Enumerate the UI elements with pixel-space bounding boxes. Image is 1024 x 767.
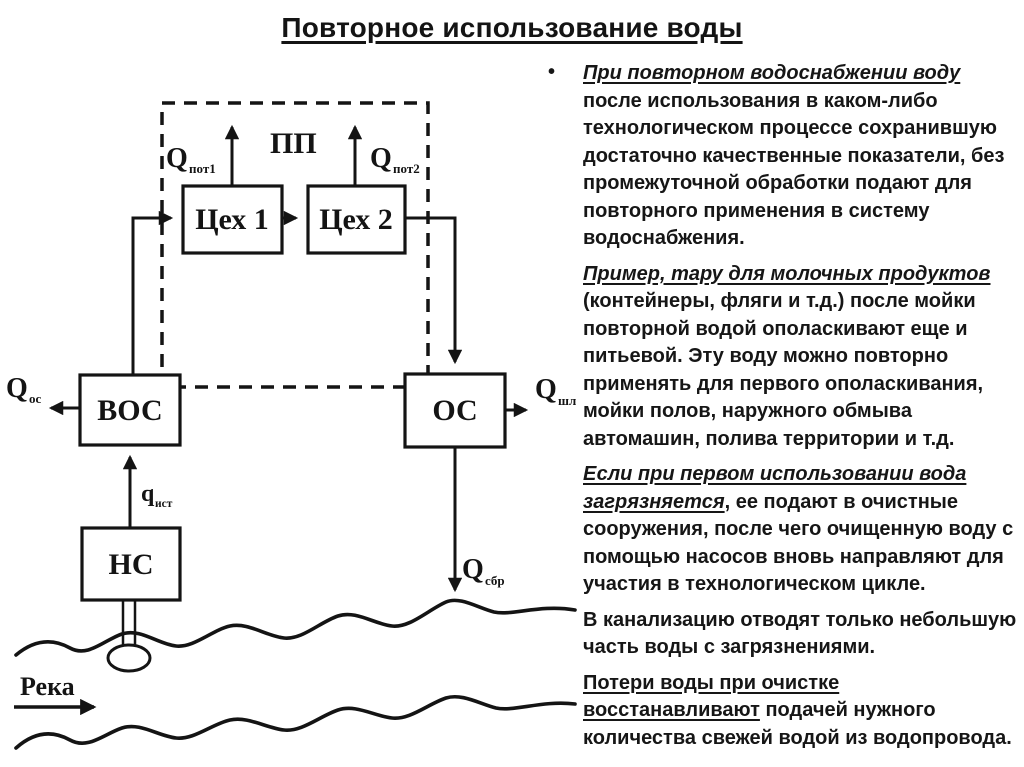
bullet-marker: •	[548, 61, 556, 83]
paragraph-body: подачей нужного количества свежей водой …	[583, 699, 1012, 749]
paragraph-contamination: Если при первом использовании вода загря…	[545, 461, 1019, 599]
q-pot2-label: Q	[370, 143, 392, 174]
river-bank-bottom	[14, 695, 577, 750]
os-box	[403, 372, 507, 449]
paragraph-example: Пример, тару для молочных продуктов (кон…	[545, 261, 1019, 454]
q-sbr-subscript: сбр	[485, 573, 505, 588]
q-pot2-subscript: пот2	[393, 161, 420, 176]
workshop2-box	[306, 184, 407, 255]
ns-label: НС	[109, 548, 154, 581]
paragraph-sewage: В канализацию отводят только небольшую ч…	[545, 607, 1019, 662]
paragraph-losses: Потери воды при очистке восстанавливают …	[545, 670, 1019, 753]
vos-label: ВОС	[97, 394, 162, 427]
q-shl-label: Q	[535, 374, 557, 405]
q-ist-label: q	[141, 481, 155, 507]
flow-vos-to-workshop1	[131, 210, 174, 374]
paragraph-body: после использования в каком-либо техноло…	[583, 89, 1005, 250]
workshop1-box	[181, 184, 284, 255]
enterprise-dashed-boundary	[160, 101, 430, 389]
workshop1-label: Цех 1	[195, 203, 269, 236]
river-label: Река	[20, 672, 75, 701]
pp-label: ПП	[270, 127, 317, 160]
flow-workshop2-to-os	[405, 216, 463, 365]
q-ist-subscript: ист	[155, 498, 173, 510]
paragraph-lead: Потери воды при очистке восстанавливают	[583, 671, 840, 722]
paragraph-reuse-definition: • При повторном водоснабжении воду после…	[545, 60, 1019, 253]
paragraph-lead: Если при первом использовании вода загря…	[583, 463, 967, 513]
q-os-label: Q	[6, 373, 28, 404]
paragraph-lead: При повторном водоснабжении воду	[583, 62, 961, 84]
river-bank-top	[14, 598, 577, 657]
q-shl-subscript: шл	[558, 393, 576, 408]
page-title: Повторное использование воды	[281, 12, 743, 43]
q-sbr-label: Q	[462, 554, 484, 585]
water-reuse-diagram: Цех 1 Цех 2 ВОС ОС НС ПП Q пот1 Q пот2 Q…	[6, 101, 577, 750]
workshop2-label: Цех 2	[319, 203, 393, 236]
q-pot1-label: Q	[166, 143, 188, 174]
paragraph-body: (контейнеры, фляги и т.д.) после мойки п…	[583, 290, 984, 450]
paragraph-body: В канализацию отводят только небольшую ч…	[583, 608, 1017, 659]
ns-box	[80, 526, 182, 602]
intake-strainer	[106, 643, 152, 673]
paragraph-body: , ее подают в очистные сооружения, после…	[583, 490, 1014, 596]
q-pot1-subscript: пот1	[189, 161, 216, 176]
text-column: • При повторном водоснабжении воду после…	[545, 60, 1019, 760]
vos-box	[78, 373, 182, 447]
os-label: ОС	[432, 394, 477, 427]
paragraph-lead: Пример, тару для молочных продуктов	[583, 262, 991, 285]
q-os-subscript: ос	[29, 391, 42, 406]
